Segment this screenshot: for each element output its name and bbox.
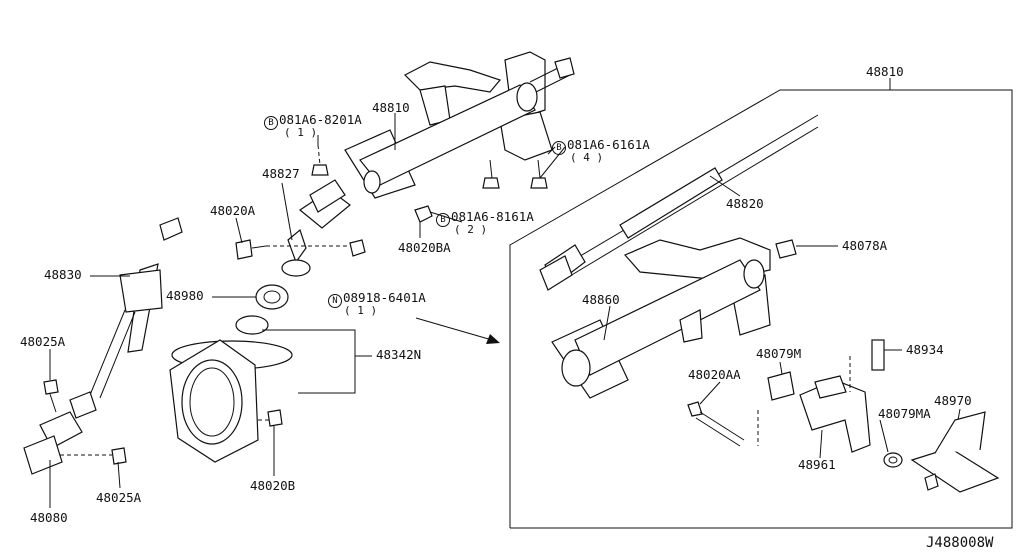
label-48020A: 48020A	[210, 203, 256, 218]
label-48827: 48827	[262, 166, 300, 181]
bolt-6161-a	[482, 159, 500, 189]
drawing-id: J488008W	[926, 535, 994, 551]
bolt-48020A	[235, 239, 354, 260]
label-48079M: 48079M	[756, 346, 802, 361]
qty-081A6-6161A: ( 4 )	[570, 151, 604, 164]
bolt-48020AA	[687, 401, 759, 447]
label-48810-box: 48810	[866, 64, 904, 79]
label-48970: 48970	[934, 393, 972, 408]
circle-mark-b: B	[552, 141, 566, 155]
circle-mark-b: B	[436, 213, 450, 227]
part-48827-clip	[281, 228, 311, 277]
label-48342N: 48342N	[376, 347, 422, 362]
part-48961-bracket	[799, 375, 871, 453]
part-48080-joint	[23, 391, 97, 475]
nut-8161	[414, 205, 433, 223]
label-48830: 48830	[44, 267, 82, 282]
label-48079MA: 48079MA	[878, 406, 931, 421]
spring-48934	[849, 339, 885, 392]
nut-48078A	[775, 239, 797, 259]
fastener-code: 081A6-8201A	[279, 112, 362, 127]
fastener-code: 08918-6401A	[343, 290, 426, 305]
label-48980: 48980	[166, 288, 204, 303]
circle-mark-b: B	[264, 116, 278, 130]
washer-48079MA	[883, 452, 903, 468]
label-48860: 48860	[582, 292, 620, 307]
label-48020AA: 48020AA	[688, 367, 741, 382]
column-assembly-top	[298, 51, 575, 229]
label-48961: 48961	[798, 457, 836, 472]
nut-48020B	[258, 409, 283, 427]
leader-lines	[49, 113, 961, 508]
label-48020B: 48020B	[250, 478, 296, 493]
label-48025A-top: 48025A	[20, 334, 66, 349]
part-seal-plate	[169, 339, 259, 463]
nut-n6401	[349, 239, 366, 257]
part-48970-lever	[910, 411, 1000, 493]
qty-081A6-8201A: ( 1 )	[284, 126, 318, 139]
bolt-6161-b	[530, 159, 548, 189]
label-48078A: 48078A	[842, 238, 888, 253]
part-48860-column	[551, 237, 771, 399]
arrow-to-assembly	[415, 317, 500, 344]
label-48080: 48080	[30, 510, 68, 525]
part-48980-bearing	[255, 284, 289, 310]
part-48820-shaft	[539, 114, 819, 291]
bolt-48025A-top	[43, 379, 59, 413]
circle-mark-n: N	[328, 294, 342, 308]
fastener-code: 081A6-8161A	[451, 209, 534, 224]
fastener-code: 081A6-6161A	[567, 137, 650, 152]
qty-081A6-8161A: ( 2 )	[454, 223, 488, 236]
label-48934: 48934	[906, 342, 944, 357]
bolt-8201	[311, 144, 329, 176]
label-48020BA: 48020BA	[398, 240, 451, 255]
label-48025A-bottom: 48025A	[96, 490, 142, 505]
part-48079M-bracket	[767, 371, 795, 401]
label-48820: 48820	[726, 196, 764, 211]
assembly-frame	[509, 89, 1013, 529]
bolt-48025A-bottom	[60, 447, 127, 465]
label-48810-top: 48810	[372, 100, 410, 115]
qty-08918-6401A: ( 1 )	[344, 304, 378, 317]
part-48830-shaft	[89, 217, 183, 399]
